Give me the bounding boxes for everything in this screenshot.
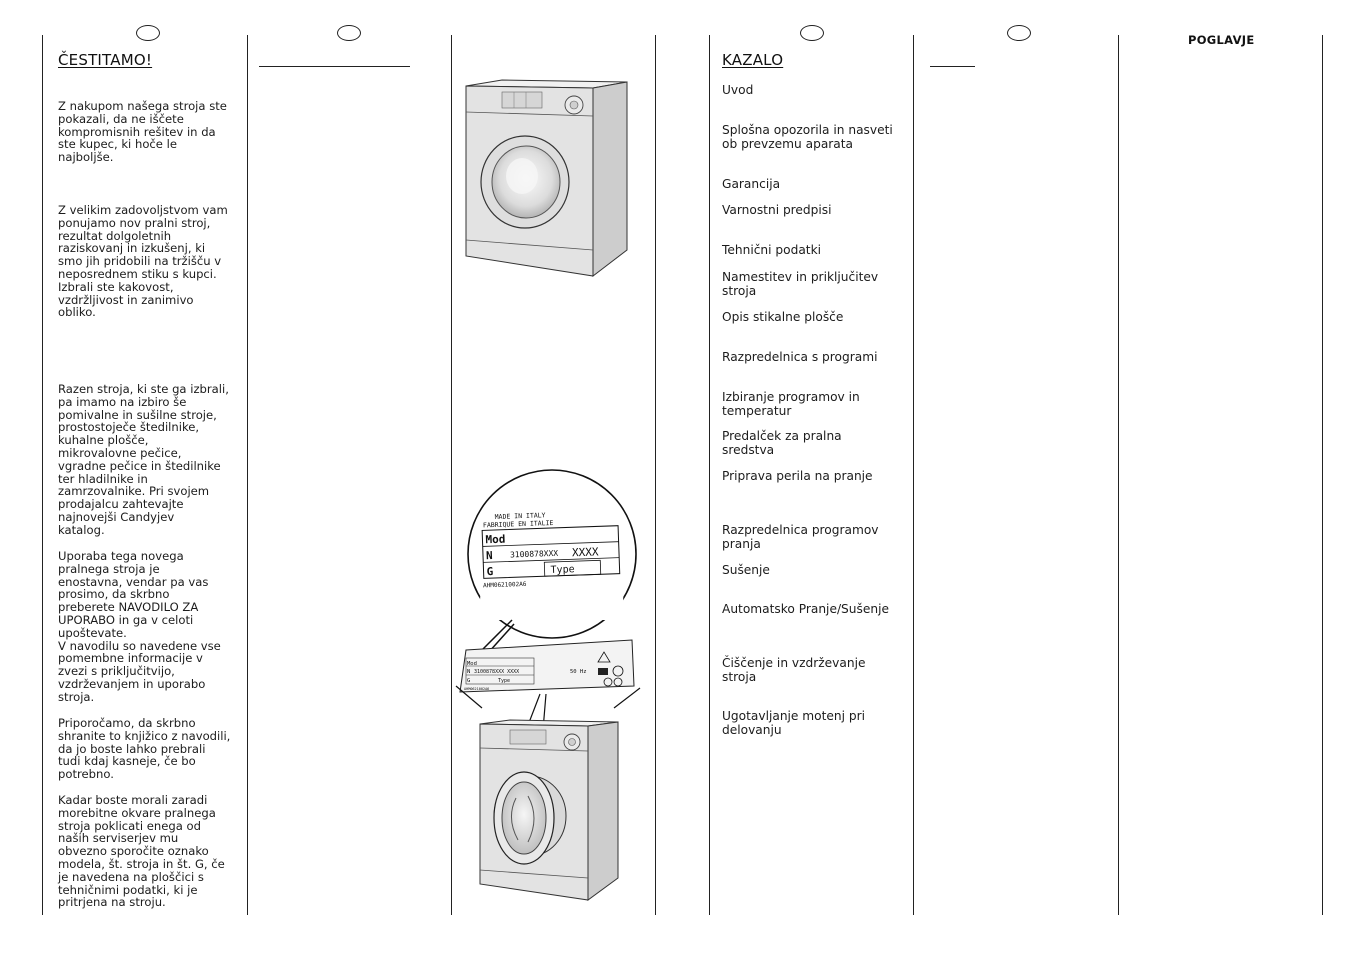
plate-serial: 3100878XXX xyxy=(510,549,559,560)
plate-made-in-text: MADE IN ITALY xyxy=(495,511,546,521)
intro-paragraph: Priporočamo, da skrbno shranite to knjiž… xyxy=(58,716,231,782)
washing-machine-illustration xyxy=(465,79,628,278)
certification-mark-icon xyxy=(612,665,624,677)
intro-paragraph: Uporaba tega novega pralnega stroja je e… xyxy=(58,549,221,704)
disposal-bin-icon xyxy=(598,668,608,675)
column-rule xyxy=(1118,35,1119,915)
language-oval-icon xyxy=(800,25,824,41)
intro-paragraph: Z nakupom našega stroja ste pokazali, da… xyxy=(58,99,227,165)
column-rule xyxy=(913,35,914,915)
rating-plate-small: Mod N 3100878XXX XXXX G Type 50 Hz AHM06… xyxy=(459,639,635,693)
toc-item: Varnostni predpisi xyxy=(722,203,832,217)
column-rule xyxy=(709,35,710,915)
toc-item: Tehnični podatki xyxy=(722,243,822,257)
toc-item: Ugotavljanje motenj pri delovanju xyxy=(722,709,866,737)
toc-item: Uvod xyxy=(722,83,754,97)
language-oval-icon xyxy=(136,25,160,41)
toc-title: KAZALO xyxy=(722,51,784,69)
toc-item: Razpredelnica programov pranja xyxy=(722,523,879,551)
small-plate-g: G xyxy=(467,678,470,684)
small-plate-serial: 3100878XXX XXXX xyxy=(474,669,519,675)
certification-mark-icon xyxy=(603,677,613,687)
toc-item: Priprava perila na pranje xyxy=(722,469,873,483)
plate-serial-suffix: XXXX xyxy=(572,545,599,559)
toc-item: Čiščenje in vzdrževanje stroja xyxy=(722,656,866,684)
certification-mark-icon xyxy=(613,677,623,687)
intro-paragraph: Razen stroja, ki ste ga izbrali, pa imam… xyxy=(58,382,229,537)
toc-item: Razpredelnica s programi xyxy=(722,350,878,364)
rating-plate-magnified: MADE IN ITALY FABRIQUE EN ITALIE Mod N 3… xyxy=(467,469,637,658)
toc-item: Izbiranje programov in temperatur xyxy=(722,390,860,418)
toc-item: Garancija xyxy=(722,177,781,191)
column-rule xyxy=(42,35,43,915)
toc-item: Splošna opozorila in nasveti ob prevzemu… xyxy=(722,123,893,151)
column-rule xyxy=(247,35,248,915)
language-oval-icon xyxy=(337,25,361,41)
small-plate-hz: 50 Hz xyxy=(570,669,587,675)
chapter-header: POGLAVJE xyxy=(1188,33,1255,47)
washing-machine-door-open-illustration xyxy=(479,719,619,901)
small-plate-mod: Mod xyxy=(467,661,477,667)
toc-item: Opis stikalne plošče xyxy=(722,310,844,324)
header-rule xyxy=(930,66,975,67)
plate-code: AHM0621002A6 xyxy=(483,581,527,590)
toc-item: Sušenje xyxy=(722,563,770,577)
plate-g-label: G xyxy=(486,565,493,578)
warning-triangle-icon xyxy=(597,651,611,663)
language-oval-icon xyxy=(1007,25,1031,41)
toc-item: Automatsko Pranje/Sušenje xyxy=(722,602,889,616)
plate-mod-label: Mod xyxy=(485,533,505,547)
column-rule xyxy=(1322,35,1323,915)
small-plate-code: AHM0621002A6 xyxy=(464,687,489,691)
column-rule xyxy=(655,35,656,915)
page-title: ČESTITAMO! xyxy=(58,51,153,69)
header-rule xyxy=(259,66,410,67)
small-plate-type: Type xyxy=(498,678,510,684)
toc-item: Predalček za pralna sredstva xyxy=(722,429,842,457)
toc-item: Namestitev in priključitev stroja xyxy=(722,270,879,298)
plate-n-label: N xyxy=(486,549,493,562)
plate-type-label: Type xyxy=(550,564,574,576)
intro-paragraph: Z velikim zadovoljstvom vam ponujamo nov… xyxy=(58,203,228,320)
small-plate-n: N xyxy=(467,669,470,675)
intro-paragraph: Kadar boste morali zaradi morebitne okva… xyxy=(58,793,225,910)
plate-fabrique-text: FABRIQUE EN ITALIE xyxy=(483,519,554,529)
column-rule xyxy=(451,35,452,915)
